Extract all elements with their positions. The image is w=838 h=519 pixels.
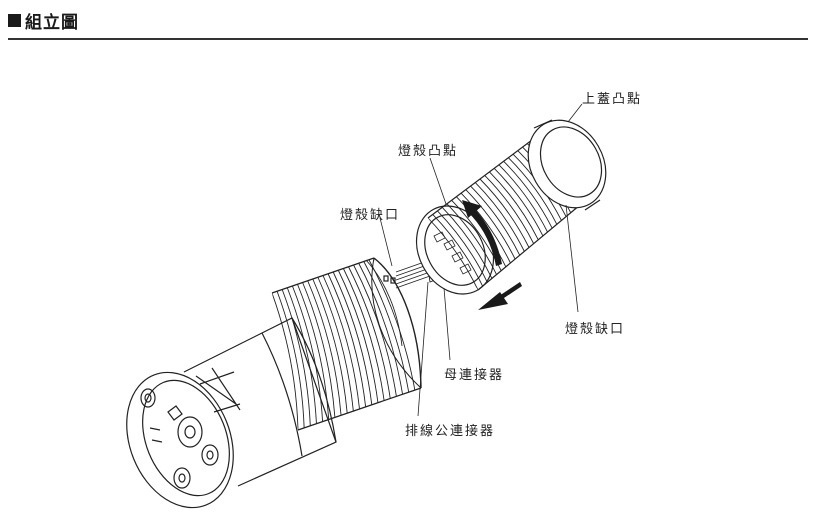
shell-rib — [272, 292, 299, 430]
shell-rib — [432, 214, 484, 287]
shell-rib — [276, 291, 305, 428]
shell-rib — [437, 210, 488, 283]
page-title: 組立圖 — [25, 12, 79, 33]
leader-lines — [379, 103, 583, 417]
shell-rib — [297, 284, 330, 420]
shell-rib — [286, 287, 317, 424]
shell-rib — [503, 160, 553, 229]
shell-rib — [498, 164, 548, 233]
shell-rib — [479, 178, 530, 248]
shell-rib — [358, 263, 403, 395]
shell-rib — [474, 182, 525, 252]
shell-rib — [368, 259, 416, 391]
base-flange — [126, 371, 234, 509]
shell-rib — [465, 189, 516, 260]
shell-rib — [484, 175, 535, 244]
shell-rib — [441, 207, 493, 279]
shell-rib — [470, 185, 521, 256]
label-shell-notch-left: 燈殼缺口 — [340, 208, 401, 223]
title-divider — [8, 38, 808, 40]
shell-rib — [337, 270, 379, 403]
header-square-icon — [8, 13, 21, 27]
shell-rib — [312, 278, 348, 414]
rotation-arrow-icon — [462, 200, 502, 266]
shell-rib — [428, 217, 479, 290]
shell-rib — [363, 261, 410, 393]
shell-rib — [460, 192, 511, 264]
shell-rib — [307, 280, 342, 416]
shell-rib — [322, 275, 360, 410]
base-mount — [183, 317, 337, 487]
label-female-connector: 母連接器 — [444, 368, 505, 383]
push-arrow-icon — [478, 282, 522, 310]
shell-rib — [302, 282, 336, 418]
label-top-cover-bump: 上蓋凸點 — [582, 92, 643, 107]
shell-rib — [281, 289, 311, 426]
shell-rib — [342, 268, 385, 401]
shell-rib — [508, 157, 558, 225]
lower-ribbed-shell — [271, 257, 422, 431]
shell-rib — [317, 277, 354, 412]
top-cap — [527, 119, 607, 211]
shell-rib — [493, 168, 544, 237]
shell-rib — [348, 266, 391, 399]
shell-rib — [332, 271, 373, 405]
label-shell-notch-right: 燈殼缺口 — [565, 322, 626, 337]
shell-rib — [489, 171, 539, 240]
shell-rib — [446, 203, 497, 275]
shell-rib — [327, 273, 367, 407]
label-shell-bump: 燈殼凸點 — [398, 144, 459, 159]
label-ribbon-male-connector: 排線公連接器 — [405, 424, 496, 439]
section-header: 組立圖 — [8, 8, 79, 33]
shell-rib — [291, 285, 324, 422]
